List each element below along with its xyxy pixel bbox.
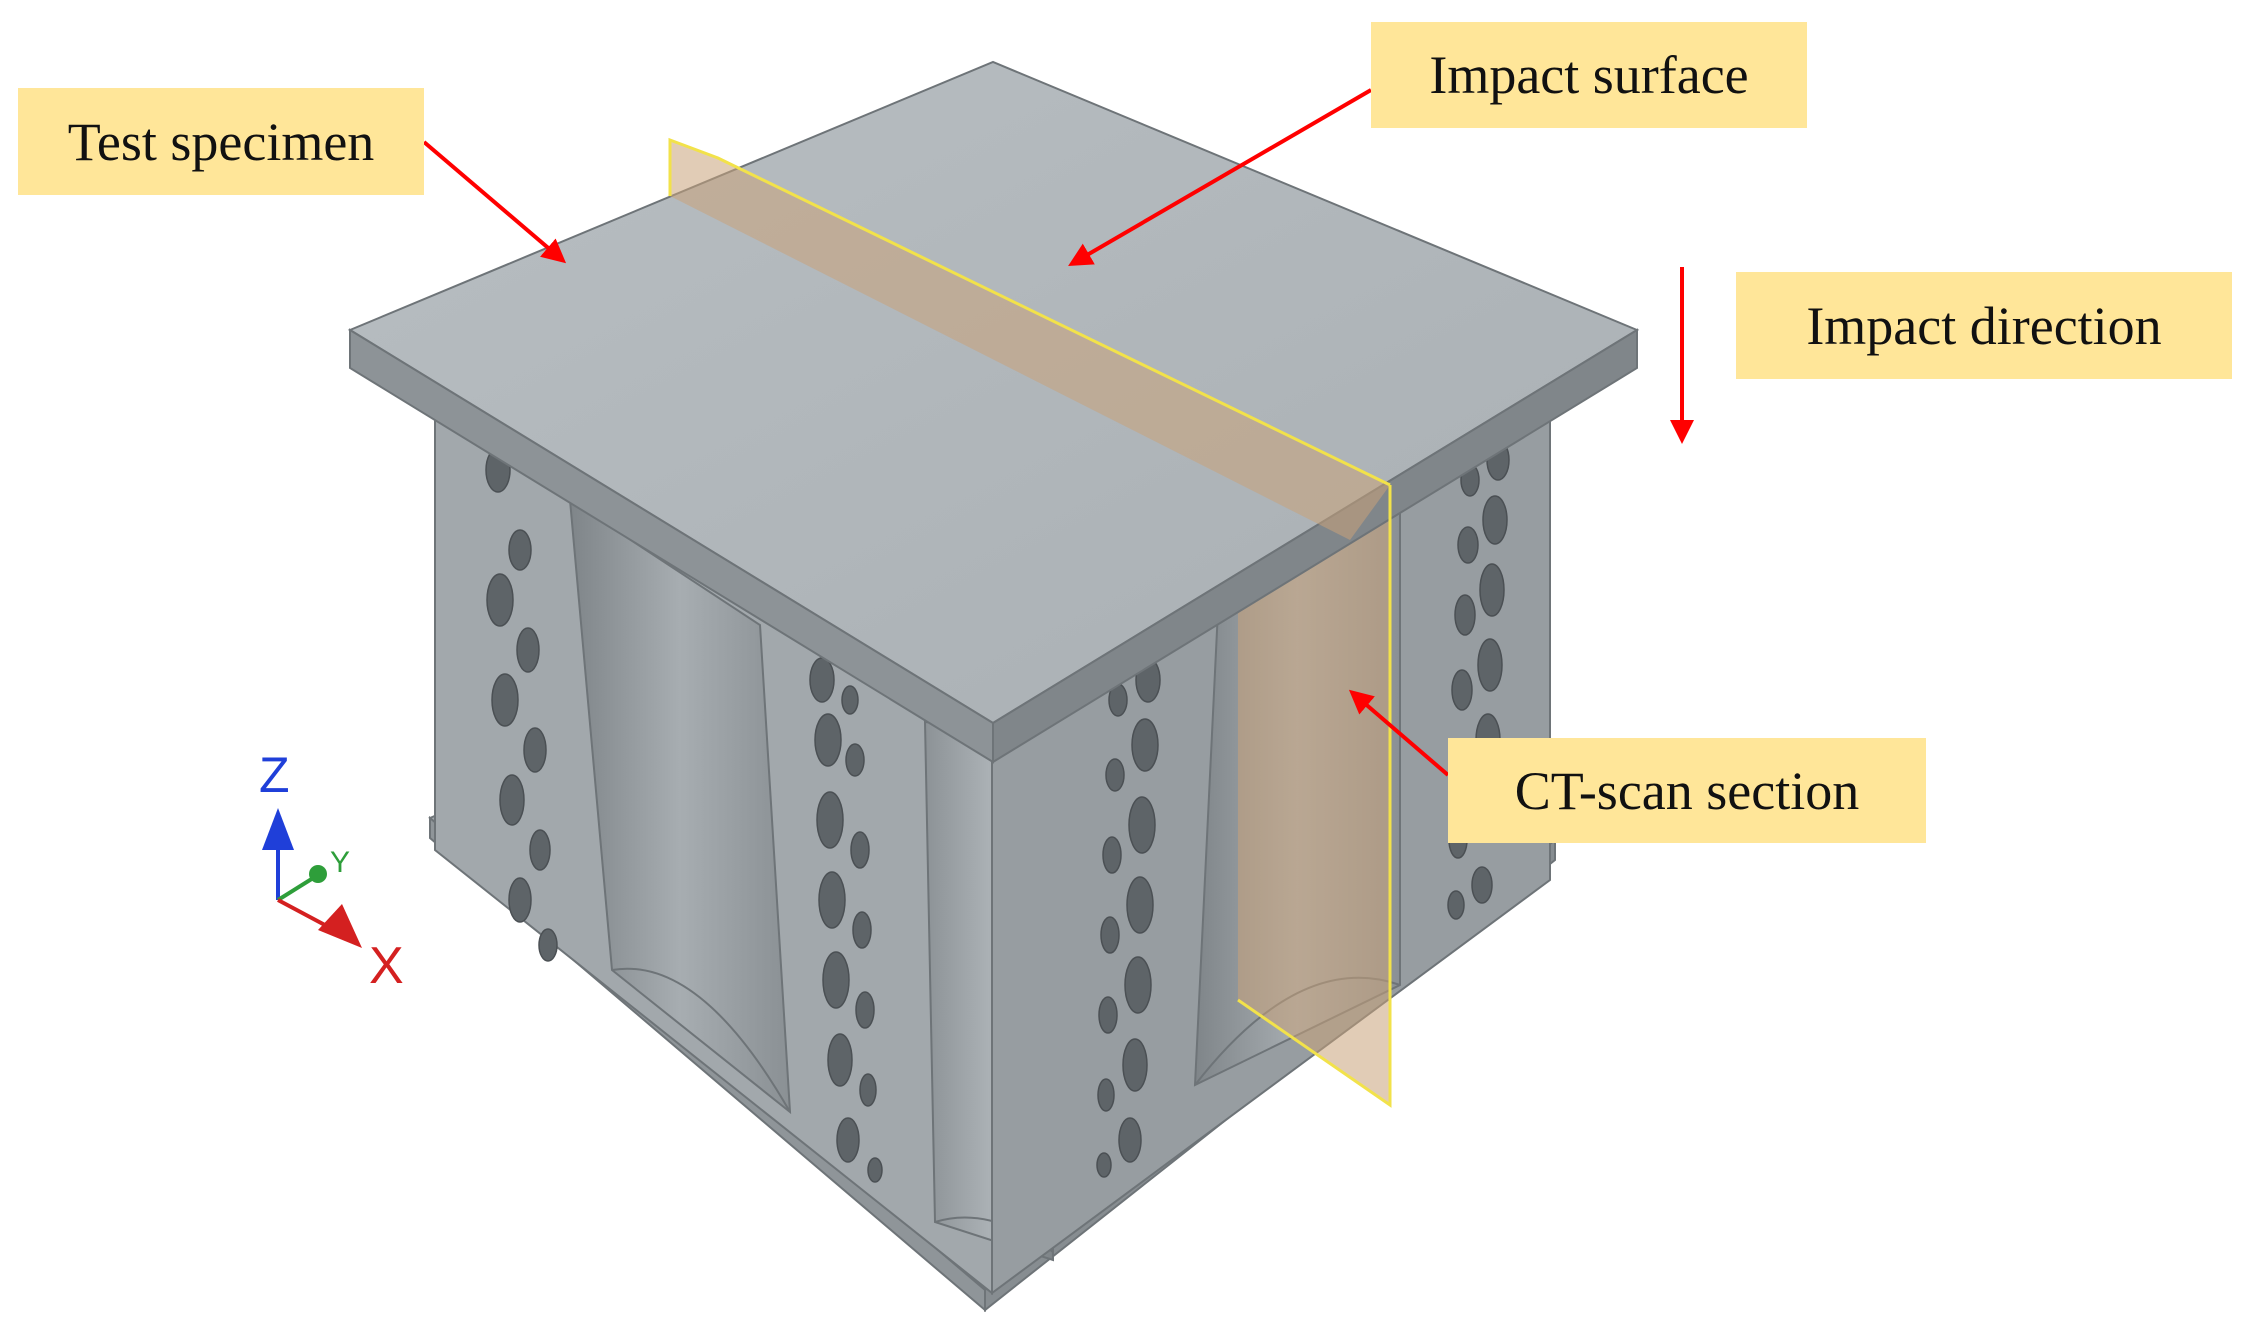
callout-arrows xyxy=(422,88,1694,777)
label-impact-direction: Impact direction xyxy=(1736,272,2232,379)
arrow-impact-surface xyxy=(1068,88,1373,267)
ct-section-plane-upper xyxy=(668,137,1392,1105)
axis-label-y: Y xyxy=(330,846,351,879)
arrow-ct-scan-section xyxy=(1348,689,1450,777)
axis-label-z: Z xyxy=(259,747,290,803)
axis-label-x: X xyxy=(369,937,404,995)
top-plate xyxy=(347,60,1640,764)
label-test-specimen: Test specimen xyxy=(18,88,424,195)
lattice-column-mid-left xyxy=(809,657,883,1183)
label-impact-surface: Impact surface xyxy=(1371,22,1807,128)
arrow-test-specimen xyxy=(422,140,567,264)
label-ct-scan-section: CT-scan section xyxy=(1448,738,1926,843)
lattice-column-mid-right xyxy=(1096,657,1161,1178)
xyz-axis-triad-icon xyxy=(262,808,362,948)
